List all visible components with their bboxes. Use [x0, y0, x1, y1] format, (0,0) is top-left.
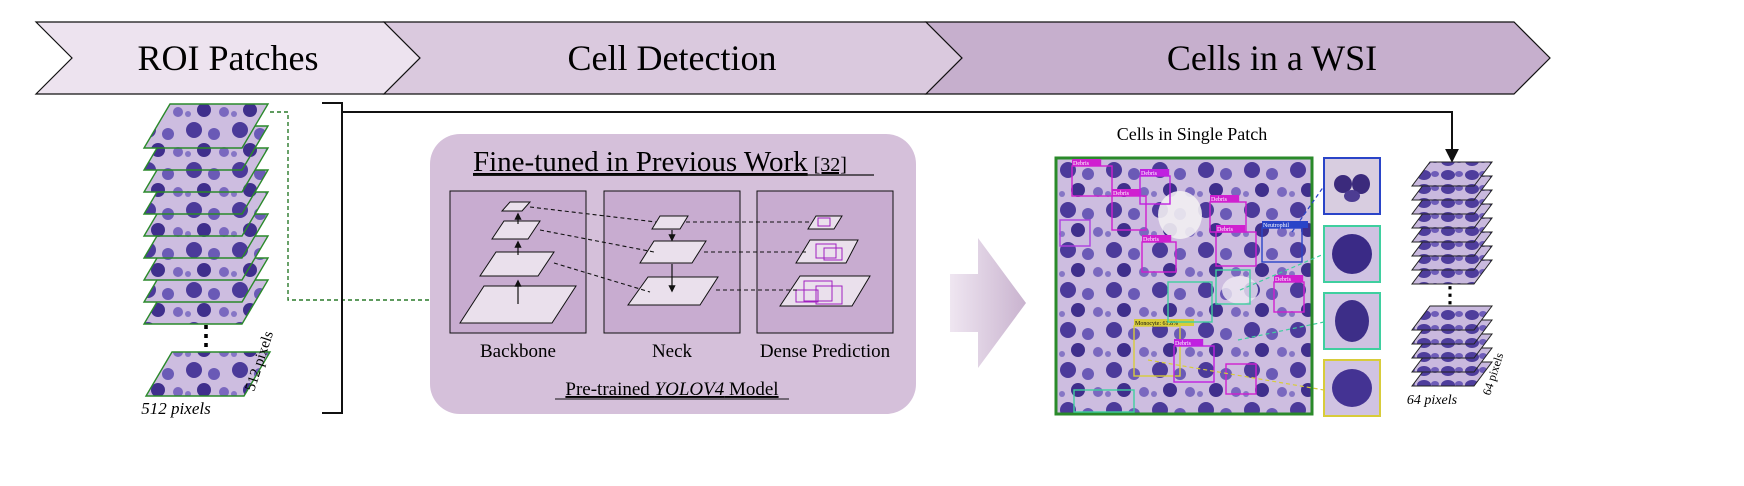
feature-links: [529, 206, 812, 293]
detection-label: Debris: [1175, 341, 1192, 347]
crop-links: [1147, 185, 1325, 391]
detection-boxes: DebrisDebrisDebrisDebrisNeutrophilDebris…: [1059, 159, 1308, 413]
detection-label-bg: [1142, 235, 1172, 242]
stage-label-roi: ROI Patches: [138, 38, 319, 78]
backbone-level-2: [479, 251, 555, 277]
cell-stack-ellipsis: ⋮: [1439, 282, 1461, 307]
roi-stack-ellipsis: ⋮: [193, 321, 219, 350]
roi-to-backbone-link: [270, 111, 480, 305]
backbone-level-4: [500, 201, 532, 212]
detection-label-bg: [1134, 319, 1194, 326]
detection-label: Monocyte: 61.8%: [1135, 321, 1178, 327]
detection-label: Debris: [1143, 237, 1160, 243]
detection-label-bg: [1174, 339, 1204, 346]
prediction-level-1: [807, 215, 843, 230]
stage-chevron-wsi: [924, 21, 1551, 95]
cell-patch: [1411, 161, 1493, 187]
stage-label-detection: Cell Detection: [568, 38, 777, 78]
neck-level-2: [639, 240, 707, 264]
backbone-level-3: [491, 220, 541, 240]
detection-label: Debris: [1141, 171, 1158, 177]
dense-prediction-label: Dense Prediction: [760, 341, 891, 362]
model-caption: Pre-trained YOLOV4 Model: [565, 379, 778, 400]
detection-label: Debris: [1211, 197, 1228, 203]
stage-chevrons: ROI Patches Cell Detection Cells in a WS…: [34, 21, 1551, 95]
cell-patch-stack: [1411, 161, 1493, 387]
crop-column: [1323, 157, 1381, 417]
roi-width-label: 512 pixels: [141, 399, 211, 418]
neck-label: Neck: [652, 341, 693, 362]
prediction-level-3: [779, 275, 871, 307]
detection-label-bg: [1112, 189, 1142, 196]
detection-box: [1059, 219, 1091, 247]
detection-box: [1073, 389, 1135, 413]
crop-neutrophil: [1323, 157, 1381, 215]
detection-box: [1215, 269, 1251, 305]
yolo-model-panel: Fine-tuned in Previous Work[32]: [430, 134, 916, 414]
stage-bracket: [322, 102, 343, 414]
detection-label-bg: [1216, 225, 1246, 232]
detection-label-bg: [1210, 195, 1240, 202]
backbone-label: Backbone: [480, 341, 556, 362]
roi-patch-last: [144, 351, 272, 397]
detection-label-bg: [1072, 159, 1102, 166]
detection-label: Neutrophil: [1263, 223, 1289, 229]
detection-box: [1225, 363, 1257, 395]
stage-label-wsi: Cells in a WSI: [1167, 38, 1377, 78]
detection-label: Debris: [1073, 161, 1090, 167]
detection-label: Debris: [1217, 227, 1234, 233]
detection-label-bg: [1274, 275, 1304, 282]
detection-label-bg: [1140, 169, 1170, 176]
detection-label-bg: [1262, 221, 1308, 228]
single-patch-title: Cells in Single Patch: [1117, 124, 1268, 144]
detection-label: Debris: [1113, 191, 1130, 197]
roi-patch: [142, 103, 270, 149]
detection-box: [1167, 281, 1213, 323]
cell-width-label: 64 pixels: [1407, 393, 1458, 408]
model-title: Fine-tuned in Previous Work[32]: [473, 146, 847, 178]
single-patch-image: [1054, 156, 1314, 416]
cell-patch: [1411, 305, 1493, 331]
detection-label: Debris: [1275, 277, 1292, 283]
wsi-feed-arrow: [342, 111, 1459, 163]
backbone-level-1: [459, 285, 577, 324]
flow-arrow: [950, 238, 1026, 368]
roi-patch-stack: [142, 103, 272, 397]
neck-level-1: [651, 215, 689, 230]
